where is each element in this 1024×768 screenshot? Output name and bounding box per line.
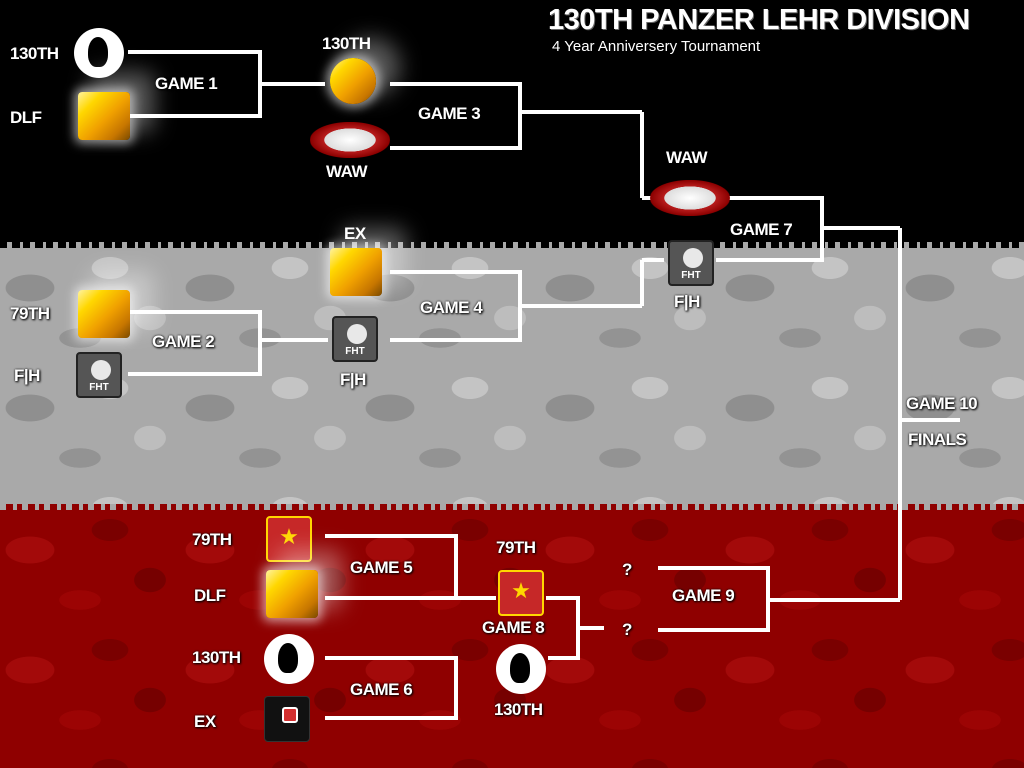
team-label-130th: 130TH [10, 44, 59, 63]
game-2-label: GAME 2 [152, 332, 215, 351]
team-label-130th-b: 130TH [192, 648, 241, 667]
semifinal-slot-1: ? [622, 560, 632, 579]
waw-eagle-logo-icon [650, 180, 730, 216]
team-label-fh: F|H [14, 366, 40, 385]
game-3-label: GAME 3 [418, 104, 481, 123]
page-subtitle: 4 Year Anniversery Tournament [552, 38, 761, 55]
rooster-logo-icon [496, 644, 546, 694]
background-red-band [0, 510, 1024, 768]
game-8-label: GAME 8 [482, 618, 545, 637]
rooster-logo-icon [74, 28, 124, 78]
rooster-logo-icon [264, 634, 314, 684]
team-label-ex-r2: EX [344, 224, 366, 243]
fht-helmet-logo-icon: FHT [668, 240, 714, 286]
background-gray-band [0, 248, 1024, 516]
team-label-130th-r2: 130TH [322, 34, 371, 53]
team-label-79th-r2: 79TH [496, 538, 536, 557]
team-label-fh-r3: F|H [674, 292, 700, 311]
soviet-star-logo-icon [498, 570, 544, 616]
game-10-label: GAME 10 [906, 394, 978, 413]
game-7-label: GAME 7 [730, 220, 793, 239]
finals-label: FINALS [908, 430, 967, 449]
team-label-79th-b: 79TH [192, 530, 232, 549]
fht-helmet-logo-icon: FHT [76, 352, 122, 398]
game-9-label: GAME 9 [672, 586, 735, 605]
waw-eagle-logo-icon [310, 122, 390, 158]
game-4-label: GAME 4 [420, 298, 483, 317]
flame-logo-icon [78, 290, 130, 338]
flame-logo-icon [266, 570, 318, 618]
game-6-label: GAME 6 [350, 680, 413, 699]
team-label-dlf: DLF [10, 108, 42, 127]
team-label-ex: EX [194, 712, 216, 731]
flame-logo-icon [330, 248, 382, 296]
semifinal-slot-2: ? [622, 620, 632, 639]
team-label-130th-r2b: 130TH [494, 700, 543, 719]
soviet-star-logo-icon [266, 516, 312, 562]
flame-logo-icon [78, 92, 130, 140]
game-5-label: GAME 5 [350, 558, 413, 577]
team-label-dlf-b: DLF [194, 586, 226, 605]
team-label-waw-r2: WAW [326, 162, 368, 181]
fht-helmet-logo-icon: FHT [332, 316, 378, 362]
team-label-79th: 79TH [10, 304, 50, 323]
team-label-fh-r2: F|H [340, 370, 366, 389]
page-title: 130TH PANZER LEHR DIVISION [548, 4, 970, 36]
game-1-label: GAME 1 [155, 74, 218, 93]
team-label-waw-r3: WAW [666, 148, 708, 167]
ex-team-logo-icon [264, 696, 310, 742]
flame-logo-icon [330, 58, 376, 104]
